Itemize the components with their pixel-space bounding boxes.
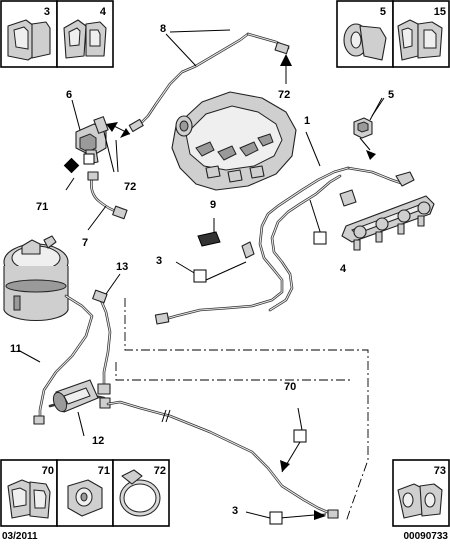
fuel-line-upper[interactable] xyxy=(128,32,290,133)
inset-box-3[interactable]: 3 xyxy=(0,0,58,68)
inset-box-71-number: 71 xyxy=(98,465,110,477)
inset-box-72[interactable]: 72 xyxy=(112,459,170,527)
callout-5[interactable]: 5 xyxy=(388,89,394,101)
chassis-outline-dashed xyxy=(124,298,369,523)
callout-72-left[interactable]: 72 xyxy=(124,181,136,193)
callout-13[interactable]: 13 xyxy=(116,261,128,273)
triple-clip-icon xyxy=(397,19,443,61)
arrowheads xyxy=(106,54,376,520)
callout-71[interactable]: 71 xyxy=(36,201,48,213)
inset-box-15[interactable]: 15 xyxy=(392,0,450,68)
fuel-filter-12[interactable] xyxy=(48,379,111,413)
rail-clip-5[interactable] xyxy=(353,117,373,139)
callout-3-lower[interactable]: 3 xyxy=(232,505,238,517)
double-clip-icon xyxy=(63,19,107,59)
leader-lines xyxy=(17,29,385,519)
fuel-pump-module[interactable] xyxy=(3,235,69,322)
inset-box-3-number: 3 xyxy=(44,6,50,18)
fuel-feed-pipe[interactable] xyxy=(154,166,350,325)
twin-pipe-clip-icon xyxy=(397,483,443,519)
inset-box-5[interactable]: 5 xyxy=(336,0,394,68)
pipe-clip-icon xyxy=(7,19,51,61)
callout-70[interactable]: 70 xyxy=(284,381,296,393)
insulating-pad-9[interactable] xyxy=(197,231,221,247)
grommet-marker-71 xyxy=(63,157,80,174)
inset-box-5-number: 5 xyxy=(380,6,386,18)
callout-12[interactable]: 12 xyxy=(92,435,104,447)
grommet-icon xyxy=(67,479,103,517)
callout-3-upper[interactable]: 3 xyxy=(156,255,162,267)
callout-11[interactable]: 11 xyxy=(10,343,22,355)
vent-hose[interactable] xyxy=(87,171,128,220)
inset-box-71[interactable]: 71 xyxy=(56,459,114,527)
fuel-return-line-13[interactable] xyxy=(92,289,112,395)
intake-manifold xyxy=(171,91,297,191)
hose-clip-icon xyxy=(343,23,387,61)
inset-box-70-number: 70 xyxy=(42,465,54,477)
chassis-outline-dashed-inner xyxy=(115,362,352,381)
purge-valve-bracket[interactable] xyxy=(75,116,109,165)
footer-date: 03/2011 xyxy=(2,531,38,542)
inset-box-15-number: 15 xyxy=(434,6,446,18)
callout-labels: 8 72 6 72 71 7 1 5 9 3 4 13 11 12 70 3 xyxy=(10,23,394,517)
inset-box-73[interactable]: 73 xyxy=(392,459,450,527)
callout-8[interactable]: 8 xyxy=(160,23,166,35)
callout-7[interactable]: 7 xyxy=(82,237,88,249)
callout-4[interactable]: 4 xyxy=(340,263,347,275)
inset-box-73-number: 73 xyxy=(434,465,446,477)
callout-72-top[interactable]: 72 xyxy=(278,89,290,101)
fuel-rail-assembly[interactable] xyxy=(339,166,435,251)
inset-box-70[interactable]: 70 xyxy=(0,459,58,527)
inset-box-4-number: 4 xyxy=(100,6,107,18)
callout-6[interactable]: 6 xyxy=(66,89,72,101)
fuel-supply-line-11[interactable] xyxy=(33,294,94,425)
inset-box-4[interactable]: 4 xyxy=(56,0,114,68)
worm-drive-clamp-icon xyxy=(119,469,161,517)
callout-1[interactable]: 1 xyxy=(304,115,310,127)
inset-box-72-number: 72 xyxy=(154,465,166,477)
leader-squares xyxy=(83,153,327,525)
footer-reference: 00090733 xyxy=(404,531,449,542)
hose-clamp-clip-icon xyxy=(7,479,51,519)
underfloor-fuel-pipe[interactable] xyxy=(106,400,339,519)
callout-9[interactable]: 9 xyxy=(210,199,216,211)
